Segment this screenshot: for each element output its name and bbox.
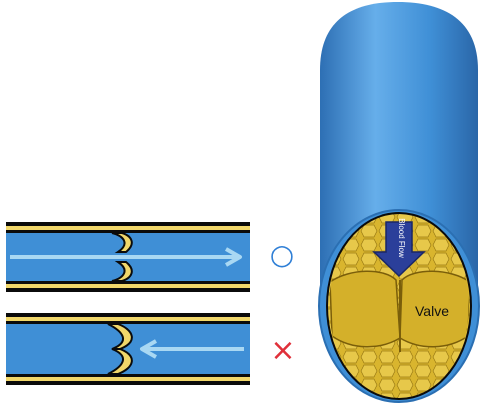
valve-leaflet-top-upper <box>111 232 133 253</box>
valve-leaflet-top-lower <box>111 261 133 282</box>
flow-arrow-backward-head <box>140 339 157 359</box>
valve-label: Valve <box>415 303 449 319</box>
vein-forward-flow <box>6 222 250 292</box>
flow-arrow-forward-head <box>225 247 242 267</box>
blood-flow-arrow: Blood Flow <box>372 218 426 278</box>
valve-cusp-left <box>329 270 401 348</box>
blood-flow-label: Blood Flow <box>397 218 406 258</box>
vein-cylinder: Valve Blood Flow <box>318 2 480 403</box>
blocked-mark-icon: × <box>270 333 295 368</box>
valve-leaflet-bottom-lower <box>107 348 133 375</box>
allowed-mark-icon: ○ <box>270 238 294 271</box>
vein-backward-flow <box>6 313 250 385</box>
